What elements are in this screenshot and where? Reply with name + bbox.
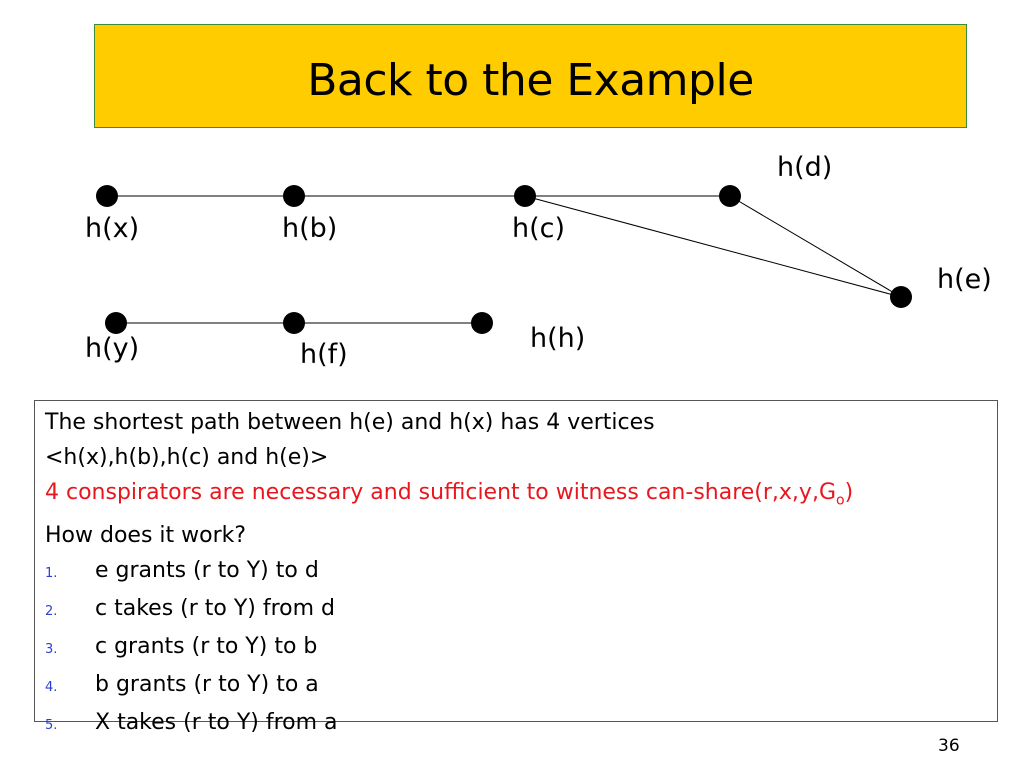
label-node-c: h(c) [512,213,566,244]
step-number: 5. [45,718,58,734]
label-node-b: h(b) [282,213,338,244]
label-node-e: h(e) [937,264,992,295]
explanation-line-3-main: 4 conspirators are necessary and suffici… [45,480,836,505]
slide-title: Back to the Example [307,54,754,106]
node-y [105,312,127,334]
label-node-y: h(y) [85,333,140,364]
step-item: 3. c grants (r to Y) to b [45,629,987,667]
step-item: 2. c takes (r to Y) from d [45,591,987,629]
step-number: 2. [45,604,58,620]
node-f [283,312,305,334]
step-number: 1. [45,566,58,582]
node-d [719,185,741,207]
label-node-d: h(d) [777,152,833,183]
node-b [283,185,305,207]
edge-d-e [729,195,902,298]
explanation-line-3: 4 conspirators are necessary and suffici… [45,475,987,518]
step-text: c grants (r to Y) to b [95,634,318,660]
label-node-h: h(h) [530,323,586,354]
label-node-f: h(f) [300,339,348,370]
step-text: c takes (r to Y) from d [95,596,336,622]
label-node-x: h(x) [85,213,140,244]
step-item: 5. X takes (r to Y) from a [45,705,987,743]
explanation-line-2: <h(x),h(b),h(c) and h(e)> [45,445,329,470]
step-item: 4. b grants (r to Y) to a [45,667,987,705]
explanation-line-3-end: ) [844,480,854,505]
explanation-line-3-subscript: o [836,492,845,509]
node-e [890,286,912,308]
explanation-line-1: The shortest path between h(e) and h(x) … [45,410,655,435]
page-number: 36 [938,736,960,756]
node-h [471,312,493,334]
node-x [96,185,118,207]
step-number: 3. [45,642,58,658]
explanation-line-4: How does it work? [45,523,247,549]
title-banner: Back to the Example [94,24,967,128]
step-item: 1. e grants (r to Y) to d [45,553,987,591]
edge-c-e [524,195,902,298]
node-c [514,185,536,207]
graph-diagram [96,185,912,334]
step-number: 4. [45,680,58,696]
step-text: e grants (r to Y) to d [95,558,319,584]
step-text: b grants (r to Y) to a [95,672,319,698]
explanation-box: The shortest path between h(e) and h(x) … [34,400,998,735]
step-text: X takes (r to Y) from a [95,710,338,736]
